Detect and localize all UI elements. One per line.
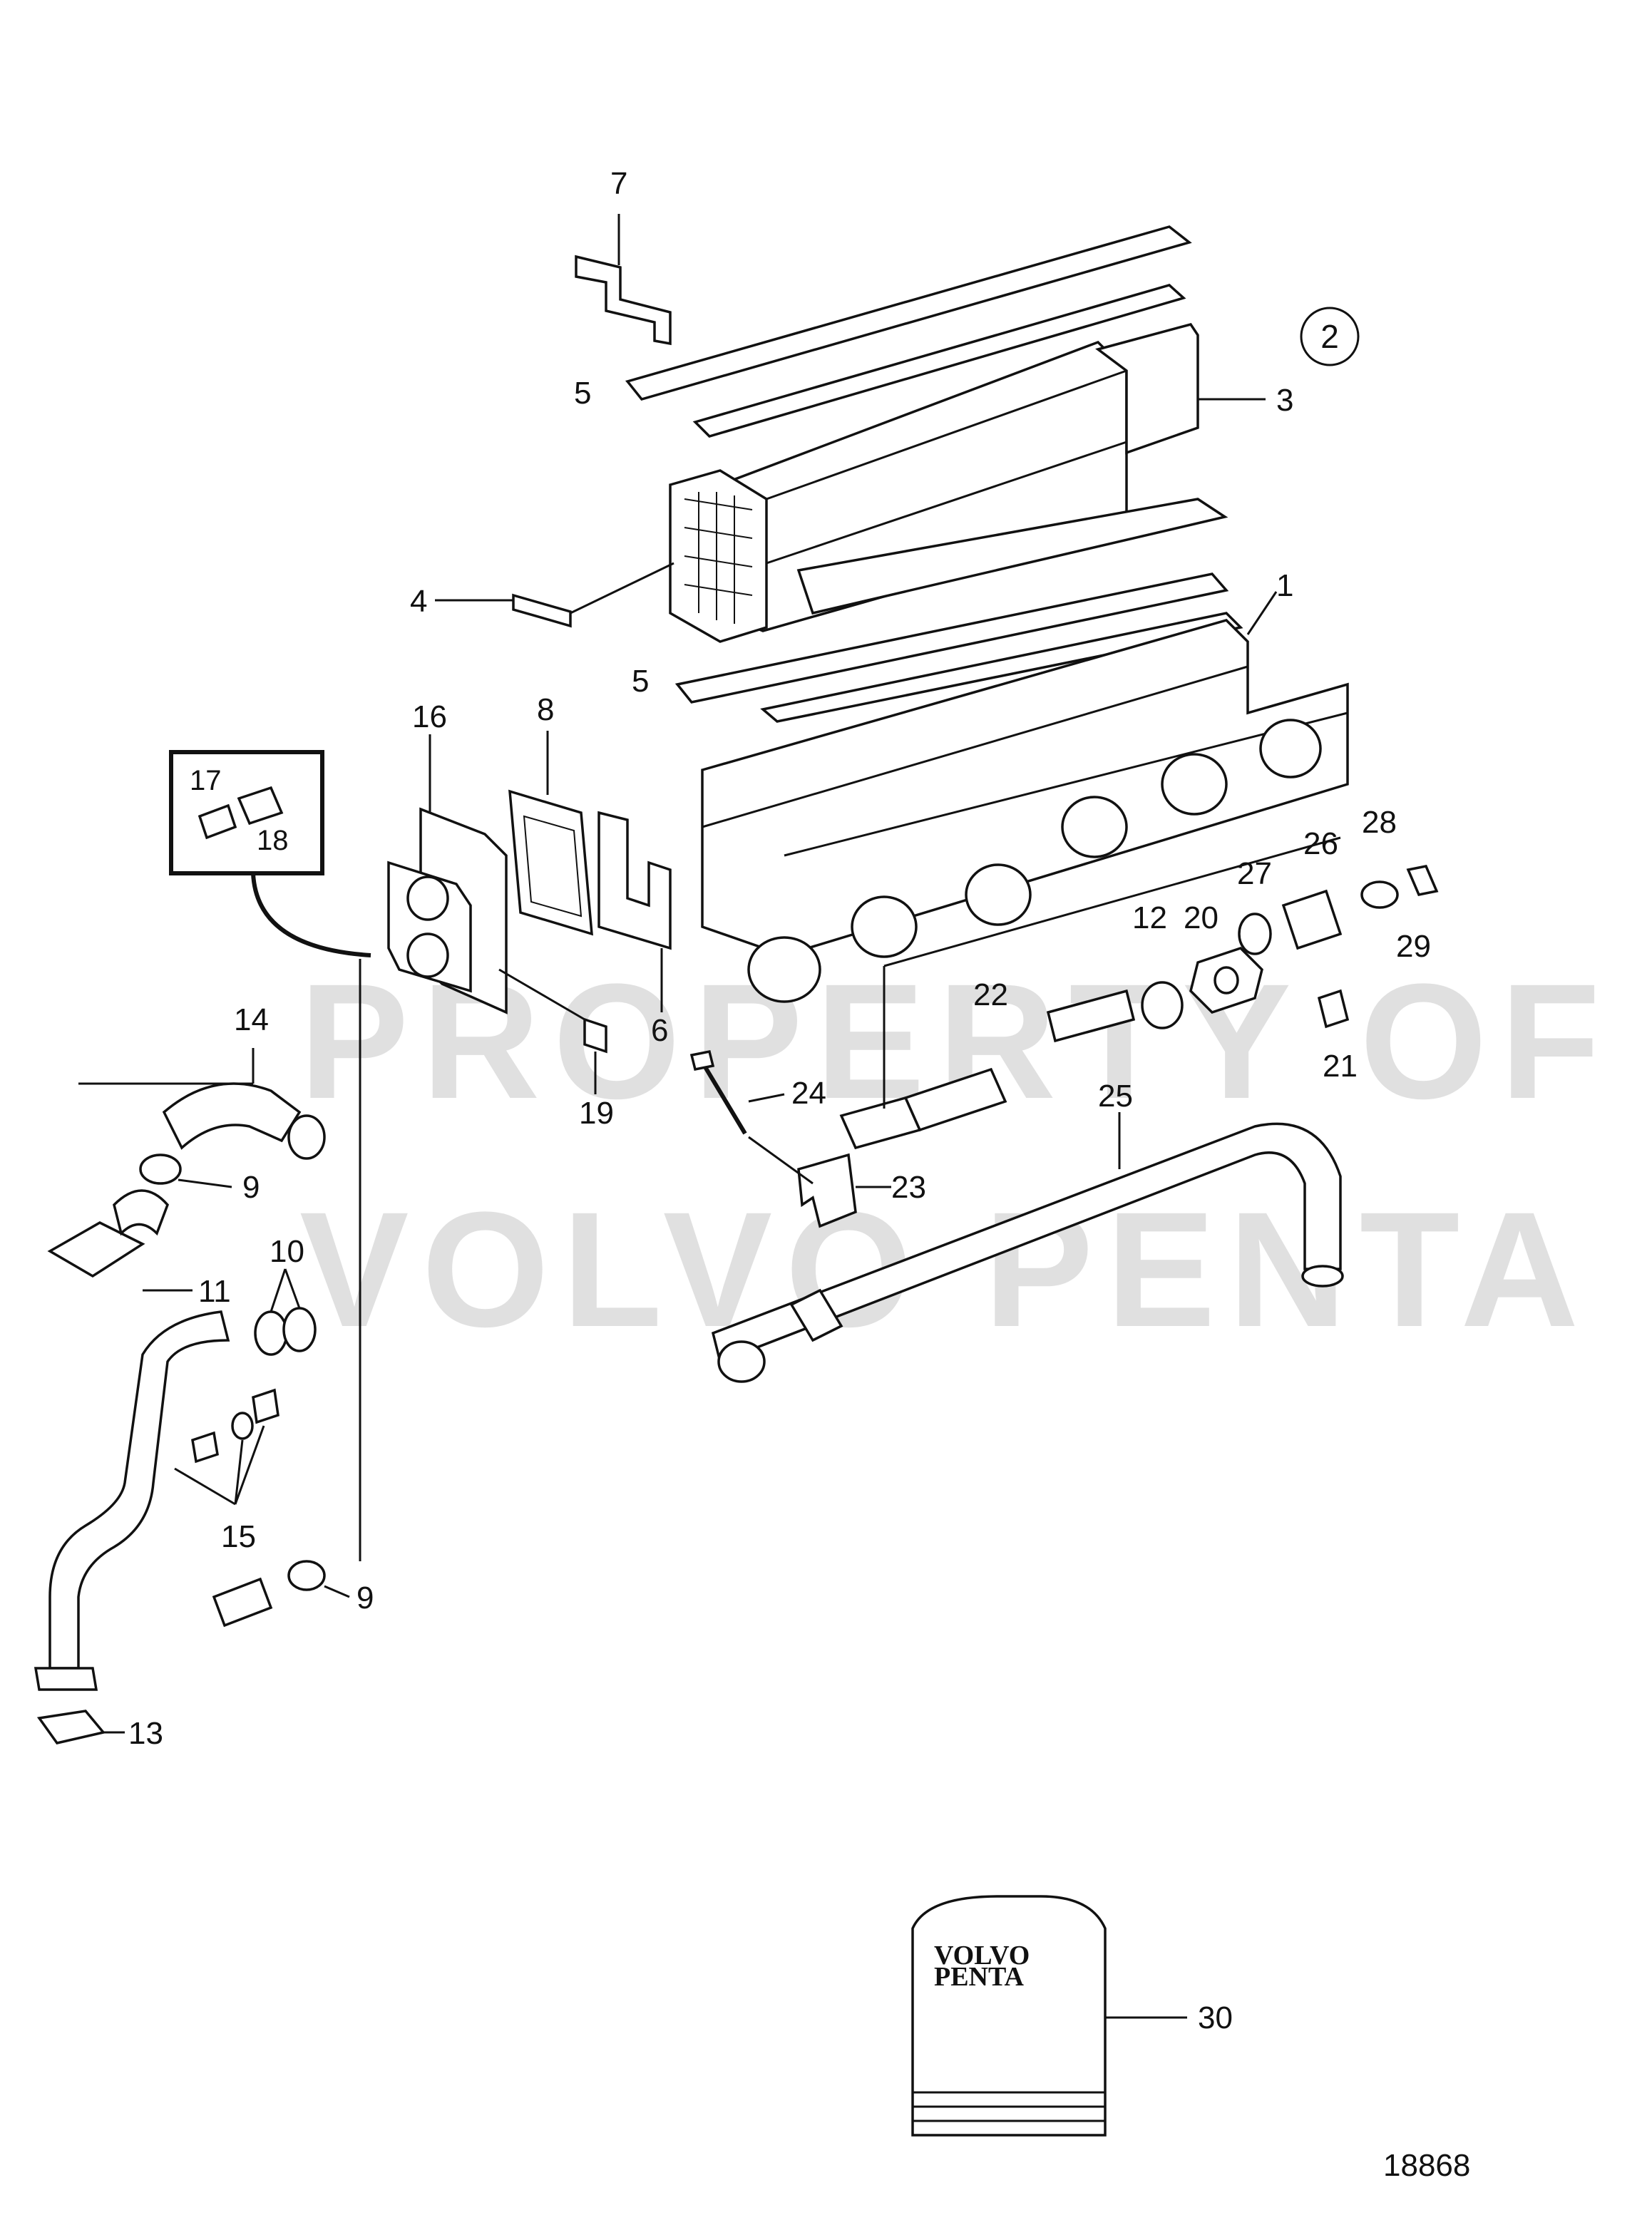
callout-15: 15 <box>221 1519 256 1554</box>
callout-8: 8 <box>537 692 554 727</box>
callout-27: 27 <box>1237 856 1272 891</box>
inset-box <box>169 750 371 957</box>
fasteners-part-15 <box>174 1388 279 1506</box>
callout-14: 14 <box>234 1002 269 1037</box>
callout-13: 13 <box>128 1716 163 1751</box>
hose-part-14 <box>78 1048 326 1160</box>
cooler-core-grid <box>684 492 753 624</box>
gasket-part-8 <box>508 731 593 936</box>
callout-5-lower: 5 <box>632 664 649 699</box>
group-marker-number: 2 <box>1320 318 1339 355</box>
bracket-part-6 <box>597 811 672 1012</box>
callout-11: 11 <box>198 1274 231 1309</box>
manifold-ports <box>747 719 1322 1003</box>
pipe-parts-22-12-20 <box>839 836 1439 1150</box>
side-plate-part-3 <box>1095 322 1266 455</box>
callout-10: 10 <box>270 1234 304 1269</box>
lower-plate <box>796 498 1228 615</box>
gasket-upper <box>625 225 1192 438</box>
flange-part-11 <box>47 1189 193 1292</box>
manifold-housing-part-1 <box>701 591 1349 1003</box>
manual-part-30: VOLVO PENTA <box>911 1895 1187 2137</box>
callout-17: 17 <box>190 765 222 796</box>
oring-part-9-upper <box>139 1153 232 1188</box>
long-pipe-part-25 <box>711 1112 1344 1383</box>
figure-number: 18868 <box>1383 2148 1470 2183</box>
strip-part-4 <box>435 562 674 628</box>
callout-18: 18 <box>257 825 289 856</box>
gasket-lower <box>674 572 1243 723</box>
callout-24: 24 <box>791 1076 826 1111</box>
callout-19: 19 <box>579 1096 614 1131</box>
callout-labels: 1 3 4 5 5 6 7 8 9 9 10 11 12 13 14 15 16… <box>128 166 1431 2035</box>
callout-28: 28 <box>1362 805 1397 840</box>
callout-21: 21 <box>1323 1049 1358 1084</box>
callout-20: 20 <box>1184 900 1219 935</box>
bolt-bracket-parts-24-23 <box>689 1049 891 1228</box>
charge-air-cooler <box>669 340 1128 643</box>
callout-23: 23 <box>891 1170 926 1205</box>
callout-9-upper: 9 <box>242 1170 260 1205</box>
callout-25: 25 <box>1098 1079 1133 1114</box>
orings-part-10 <box>254 1268 317 1356</box>
bracket-part-7 <box>575 214 672 346</box>
callout-29: 29 <box>1396 929 1431 964</box>
pipe-part-13 <box>34 1310 230 1744</box>
end-cover-part-16 <box>387 734 508 1014</box>
callout-12: 12 <box>1132 900 1167 935</box>
callout-7: 7 <box>610 166 627 201</box>
callout-22: 22 <box>973 977 1008 1012</box>
callout-30: 30 <box>1198 2000 1233 2035</box>
callout-3: 3 <box>1276 383 1293 418</box>
bolt-part-19 <box>498 968 607 1094</box>
callout-6: 6 <box>651 1013 668 1048</box>
callout-4: 4 <box>410 584 427 619</box>
manual-brand-line-2: PENTA <box>934 1962 1025 1992</box>
watermark: PROPERTY OF VOLVO PENTA <box>299 950 1600 1361</box>
stub-part-9-lower <box>212 959 361 1628</box>
callout-26: 26 <box>1303 826 1338 861</box>
callout-1: 1 <box>1276 568 1293 603</box>
group-marker: 2 <box>1300 307 1360 366</box>
callout-5-upper: 5 <box>574 376 591 411</box>
callout-16: 16 <box>412 699 447 734</box>
manual-brand-line-1: VOLVO <box>934 1941 1030 1970</box>
callout-9-lower: 9 <box>356 1581 374 1615</box>
